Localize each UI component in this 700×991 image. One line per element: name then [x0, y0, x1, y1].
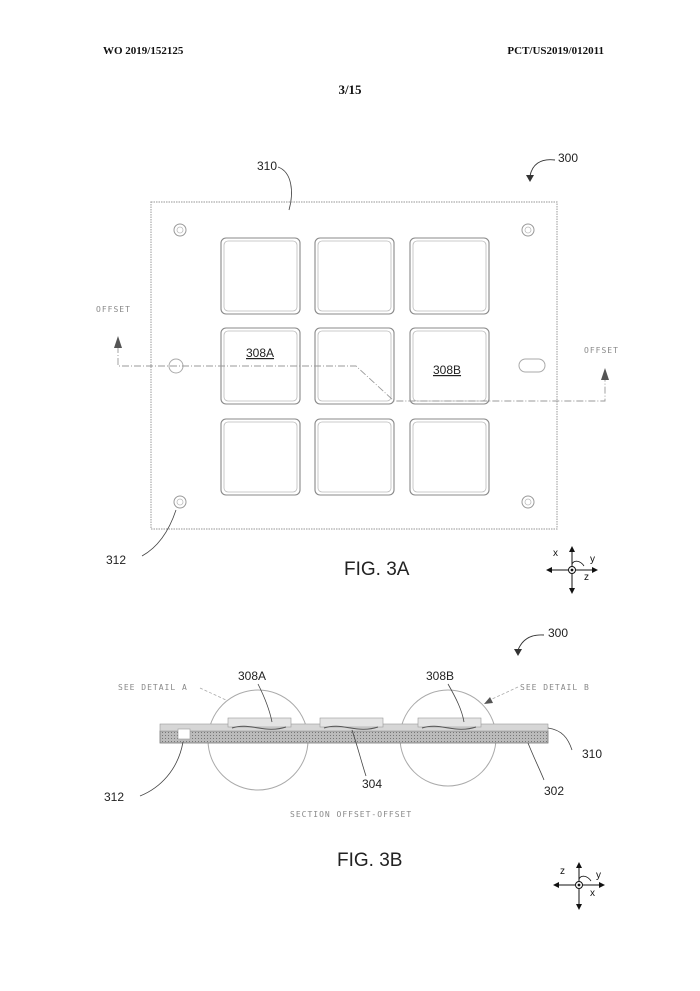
fig3a-offset-left: OFFSET	[96, 305, 131, 314]
fig3a-axis-z: z	[584, 572, 589, 583]
fig3a-corner-holes	[168, 223, 546, 509]
fig3b-axis-triad: z y x	[553, 862, 605, 910]
fig3a-offset-right: OFFSET	[584, 346, 619, 355]
fig3b-detail-a-label: SEE DETAIL A	[118, 683, 188, 692]
fig3a: 300 310	[96, 151, 619, 594]
fig3a-axis-y: y	[590, 554, 595, 565]
fig3a-ref-300: 300	[558, 151, 578, 165]
cell-r3c1-inner	[223, 421, 298, 493]
fig3b-detail-b-arrowhead	[484, 697, 493, 704]
cell-r1c3	[409, 237, 490, 315]
fig3b-ref-300-leader	[517, 634, 545, 651]
fig3a-ref-300-leader	[529, 159, 556, 177]
fig3b-ref-308b: 308B	[426, 669, 454, 683]
fig3b-ref-310-leader	[547, 727, 573, 751]
hole-312-section	[177, 728, 191, 740]
header-right: PCT/US2019/012011	[507, 45, 604, 57]
hole-top-right-inner	[524, 226, 532, 234]
fig3a-section-line	[117, 346, 606, 402]
fig3b-ref-304-leader	[351, 729, 367, 777]
fig3b-ref-310: 310	[582, 747, 602, 761]
cell-308a-section	[227, 717, 292, 728]
fig3b-detail-a-leader	[199, 687, 227, 701]
cell-r1c1-inner	[223, 240, 298, 312]
fig3a-ref-312-leader	[141, 509, 177, 557]
hole-bottom-left-inner	[176, 498, 184, 506]
cell-r1c2-inner	[317, 240, 392, 312]
fig3b-ref-308a-leader	[257, 683, 273, 723]
hole-bottom-right	[521, 495, 535, 509]
cell-r1c1	[220, 237, 301, 315]
cell-308a-inner-line	[231, 725, 287, 730]
fig3b-ref-302-leader	[527, 742, 545, 781]
fig3a-label-308b: 308B	[433, 363, 461, 377]
fig3a-axis-triad: x y z	[546, 546, 598, 594]
cell-308b-inner-line	[421, 725, 477, 730]
cell-304-inner-line	[323, 725, 379, 730]
fig3a-section-arrow-left	[114, 336, 122, 348]
cell-r1c3-inner	[412, 240, 487, 312]
fig3b-ref-312-leader	[139, 741, 184, 797]
cell-r3c1	[220, 418, 301, 496]
fig3a-axis-x: x	[553, 548, 558, 559]
fig3a-ref-312: 312	[106, 553, 126, 567]
fig3a-ref-300-arrowhead	[526, 175, 534, 182]
fig3a-label-308a: 308A	[246, 346, 274, 360]
cell-r3c2-inner	[317, 421, 392, 493]
cell-r3c2	[314, 418, 395, 496]
fig3b-ref-308b-leader	[447, 683, 465, 723]
fig3b-ref-304: 304	[362, 777, 382, 791]
cell-308b-section	[417, 717, 482, 728]
fig3b-ref-300-arrowhead	[514, 649, 522, 656]
hole-bottom-left	[173, 495, 187, 509]
hole-bottom-right-inner	[524, 498, 532, 506]
fig3b-axis-x: x	[590, 888, 595, 899]
fig3b-detail-b-label: SEE DETAIL B	[520, 683, 590, 692]
fig3b-axis-z: z	[560, 866, 565, 877]
slot-mid-right	[518, 358, 546, 373]
fig3a-section-arrow-right	[601, 368, 609, 380]
fig3b-ref-300: 300	[548, 626, 568, 640]
fig3a-caption: FIG. 3A	[344, 559, 410, 580]
hole-top-left	[173, 223, 187, 237]
fig3b-section-label: SECTION OFFSET-OFFSET	[290, 810, 412, 819]
cell-308b	[409, 327, 490, 405]
fig3b: 300 SEE DETAIL A SEE DETAIL B 308A 308B	[104, 626, 605, 910]
cell-r1c2	[314, 237, 395, 315]
fig3b-detail-b-leader	[489, 686, 519, 701]
header-left: WO 2019/152125	[103, 45, 184, 57]
fig3b-cross-section	[159, 717, 549, 744]
fig3a-ref-310-leader	[277, 166, 292, 211]
fig3b-ref-312: 312	[104, 790, 124, 804]
page-number: 3/15	[338, 82, 362, 97]
hole-top-left-inner	[176, 226, 184, 234]
fig3a-ref-310: 310	[257, 159, 277, 173]
cell-304-section	[319, 717, 384, 728]
fig3b-ref-302: 302	[544, 784, 564, 798]
cell-r3c3-inner	[412, 421, 487, 493]
fig3b-ref-308a: 308A	[238, 669, 266, 683]
fig3a-plate-outline	[150, 201, 558, 530]
fig3b-axis-y: y	[596, 870, 601, 881]
fig3b-caption: FIG. 3B	[337, 850, 402, 871]
cell-r3c3	[409, 418, 490, 496]
hole-top-right	[521, 223, 535, 237]
